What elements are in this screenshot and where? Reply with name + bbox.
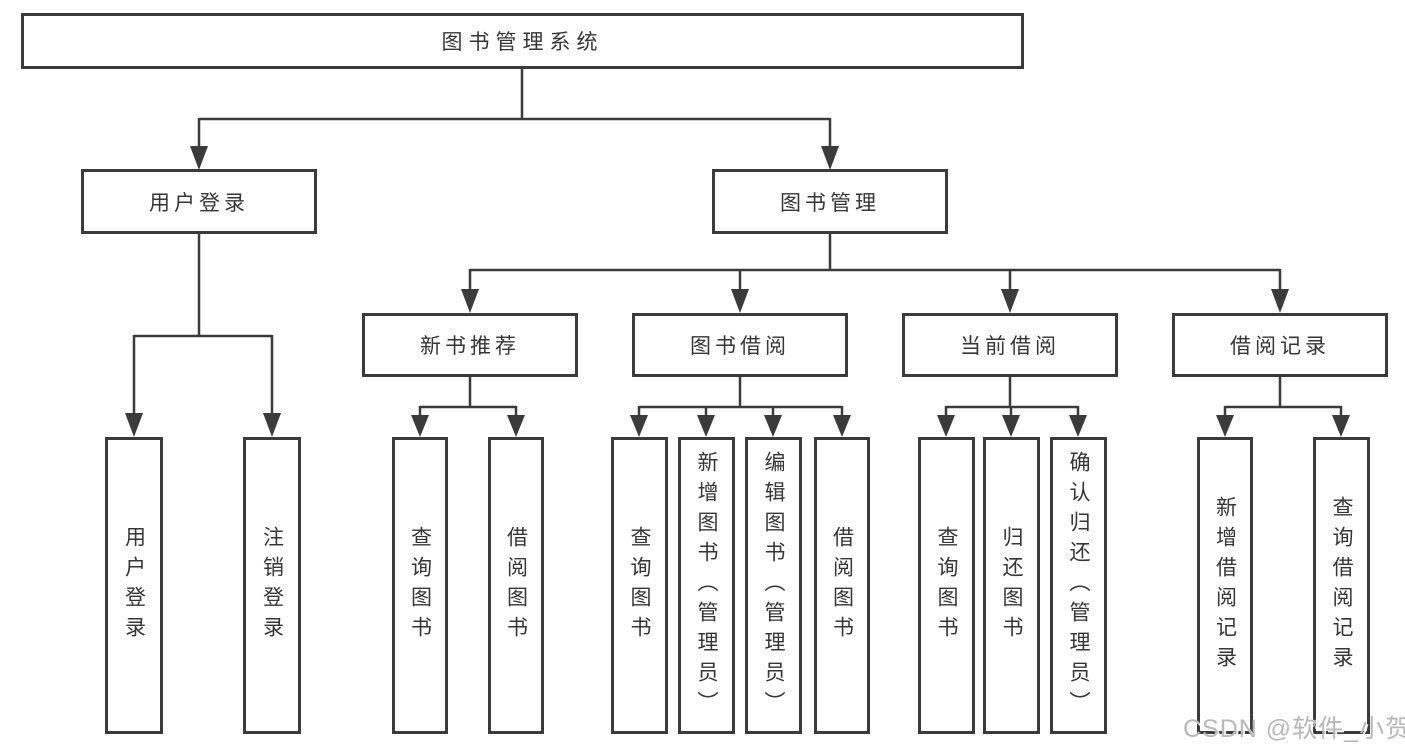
leaf-recommend-query-books: 查询图书 [392,437,448,734]
leaf-query-borrow-record: 查询借阅记录 [1313,437,1370,734]
node-current-borrowing-label: 当前借阅 [960,335,1060,358]
leaf-edit-book-admin-label: 编辑图书（管理员） [762,450,785,721]
leaf-add-borrow-record: 新增借阅记录 [1197,437,1253,734]
node-new-book-recommend-label: 新书推荐 [420,335,520,358]
node-new-book-recommend: 新书推荐 [362,313,578,377]
node-book-management-label: 图书管理 [780,191,880,215]
leaf-recommend-query-books-label: 查询图书 [408,525,432,646]
leaf-current-query-books-label: 查询图书 [935,525,958,646]
leaf-return-books: 归还图书 [983,437,1040,734]
leaf-add-book-admin: 新增图书（管理员） [678,437,735,734]
leaf-borrowing-borrow-books: 借阅图书 [814,437,870,734]
leaf-borrowing-query-books: 查询图书 [611,437,668,734]
leaf-user-login-label: 用户登录 [122,525,146,646]
leaf-logout: 注销登录 [243,437,301,734]
leaf-add-book-admin-label: 新增图书（管理员） [695,450,718,721]
node-user-login: 用户登录 [81,169,317,234]
leaf-return-books-label: 归还图书 [1000,525,1023,646]
csdn-watermark: CSDN @软件_小贺同学 [1183,715,1405,743]
leaf-recommend-borrow-books: 借阅图书 [488,437,544,734]
leaf-borrowing-borrow-books-label: 借阅图书 [830,525,854,646]
leaf-recommend-borrow-books-label: 借阅图书 [504,525,528,646]
node-borrowing-records-label: 借阅记录 [1230,335,1330,358]
node-book-management: 图书管理 [712,169,948,234]
node-user-login-label: 用户登录 [149,191,249,215]
node-book-borrowing: 图书借阅 [632,313,848,377]
leaf-query-borrow-record-label: 查询借阅记录 [1330,495,1353,676]
leaf-edit-book-admin: 编辑图书（管理员） [745,437,802,734]
leaf-borrowing-query-books-label: 查询图书 [628,525,651,646]
node-library-system: 图书管理系统 [21,13,1024,69]
leaf-add-borrow-record-label: 新增借阅记录 [1213,495,1237,676]
leaf-current-query-books: 查询图书 [918,437,975,734]
leaf-confirm-return-admin: 确认归还（管理员） [1050,437,1107,734]
leaf-user-login: 用户登录 [105,437,163,734]
node-borrowing-records: 借阅记录 [1172,313,1388,377]
node-library-system-label: 图书管理系统 [441,31,604,54]
node-book-borrowing-label: 图书借阅 [690,335,790,358]
leaf-confirm-return-admin-label: 确认归还（管理员） [1067,450,1090,721]
node-current-borrowing: 当前借阅 [902,313,1118,377]
leaf-logout-label: 注销登录 [260,525,284,646]
